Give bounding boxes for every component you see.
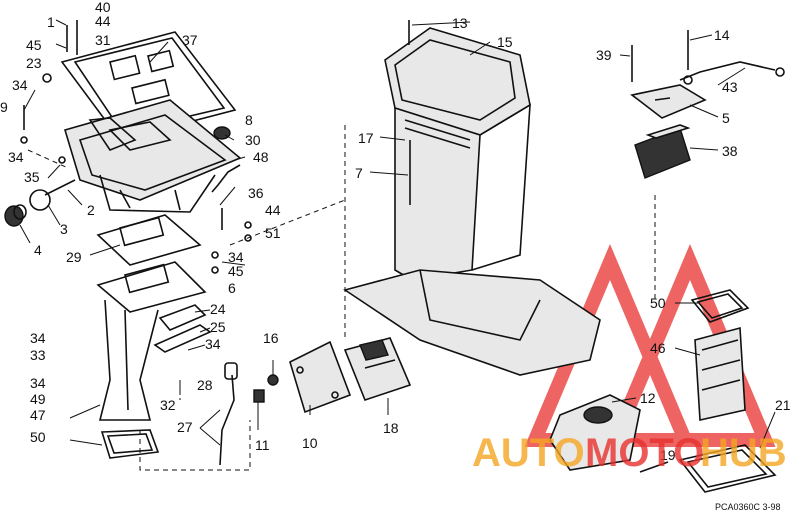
label-29: 29 bbox=[66, 249, 82, 265]
part-47-exhaust-tube bbox=[96, 261, 207, 421]
label-34: 34 bbox=[30, 330, 46, 346]
label-32: 32 bbox=[160, 397, 176, 413]
part-2-pin bbox=[29, 179, 76, 211]
label-31: 31 bbox=[95, 32, 111, 48]
label-48: 48 bbox=[253, 149, 269, 165]
part-37-gasket bbox=[60, 31, 237, 141]
label-7: 7 bbox=[355, 165, 363, 181]
label-6: 6 bbox=[228, 280, 236, 296]
part-1-screws bbox=[20, 20, 252, 274]
part-18-cover bbox=[343, 337, 412, 401]
label-34: 34 bbox=[12, 77, 28, 93]
label-2: 2 bbox=[87, 202, 95, 218]
label-28: 28 bbox=[197, 377, 213, 393]
label-50: 50 bbox=[30, 429, 46, 445]
part-46-seal bbox=[694, 326, 746, 421]
label-18: 18 bbox=[383, 420, 399, 436]
label-46: 46 bbox=[650, 340, 666, 356]
label-12: 12 bbox=[640, 390, 656, 406]
part-25-gasket bbox=[153, 324, 212, 353]
label-35: 35 bbox=[24, 169, 40, 185]
label-24: 24 bbox=[210, 301, 226, 317]
part-48-hose bbox=[211, 164, 241, 193]
part-19-screw bbox=[639, 461, 669, 473]
label-40: 40 bbox=[95, 0, 111, 15]
label-34: 34 bbox=[8, 149, 24, 165]
part-5-bracket bbox=[630, 84, 707, 119]
label-49: 49 bbox=[30, 391, 46, 407]
label-4: 4 bbox=[34, 242, 42, 258]
watermark-moto: MOTO bbox=[585, 431, 704, 475]
label-27: 27 bbox=[177, 419, 193, 435]
label-15: 15 bbox=[497, 34, 513, 50]
part-15-exhaust-housing bbox=[343, 20, 601, 376]
label-44: 44 bbox=[95, 13, 111, 29]
part-4-plug bbox=[4, 204, 27, 227]
label-34: 34 bbox=[205, 336, 221, 352]
part-29-gasket bbox=[96, 214, 202, 266]
part-50-right-seal bbox=[690, 289, 750, 323]
part-16-fitting bbox=[267, 374, 279, 386]
label-38: 38 bbox=[722, 143, 738, 159]
figure-code: PCA0360C 3-98 bbox=[715, 502, 781, 512]
label-45: 45 bbox=[228, 263, 244, 279]
label-8: 8 bbox=[245, 112, 253, 128]
watermark-hub: HUB bbox=[700, 431, 787, 475]
label-13: 13 bbox=[452, 15, 468, 31]
label-19: 19 bbox=[660, 447, 676, 463]
part-38-rectifier bbox=[634, 124, 691, 179]
label-11: 11 bbox=[255, 437, 270, 453]
leader-lines bbox=[19, 19, 776, 449]
label-14: 14 bbox=[714, 27, 730, 43]
label-9: 9 bbox=[0, 99, 8, 115]
label-5: 5 bbox=[722, 110, 730, 126]
label-36: 36 bbox=[248, 185, 264, 201]
label-1: 1 bbox=[47, 14, 55, 30]
part-10-cover bbox=[289, 340, 352, 414]
label-34: 34 bbox=[228, 249, 244, 265]
label-34: 34 bbox=[30, 375, 46, 391]
label-23: 23 bbox=[26, 55, 42, 71]
label-37: 37 bbox=[182, 32, 198, 48]
part-8-grommet bbox=[213, 126, 231, 140]
part-30-adapter-housing bbox=[64, 99, 242, 213]
label-33: 33 bbox=[30, 347, 46, 363]
label-30: 30 bbox=[245, 132, 261, 148]
label-39: 39 bbox=[596, 47, 612, 63]
part-43-ground-strap bbox=[679, 61, 785, 85]
label-51: 51 bbox=[265, 225, 281, 241]
label-47: 47 bbox=[30, 407, 46, 423]
part-11-fitting bbox=[253, 389, 265, 403]
label-17: 17 bbox=[358, 130, 374, 146]
watermark-auto: AUTO bbox=[472, 431, 585, 475]
part-50-seal bbox=[100, 429, 160, 459]
label-43: 43 bbox=[722, 79, 738, 95]
watermark-text: AUTO MOTO HUB bbox=[472, 431, 787, 475]
label-50: 50 bbox=[650, 295, 666, 311]
callout-labels: 40 44 1 31 45 37 23 34 9 34 35 8 30 48 2… bbox=[0, 0, 791, 463]
label-3: 3 bbox=[60, 221, 68, 237]
label-16: 16 bbox=[263, 330, 279, 346]
part-27-hose bbox=[219, 362, 238, 466]
part-21-seal bbox=[678, 444, 777, 493]
label-44: 44 bbox=[265, 202, 281, 218]
part-12-lower-cover bbox=[549, 394, 641, 471]
label-21: 21 bbox=[775, 397, 791, 413]
label-45: 45 bbox=[26, 37, 42, 53]
label-25: 25 bbox=[210, 319, 226, 335]
part-24-gasket bbox=[158, 304, 207, 331]
label-10: 10 bbox=[302, 435, 318, 451]
